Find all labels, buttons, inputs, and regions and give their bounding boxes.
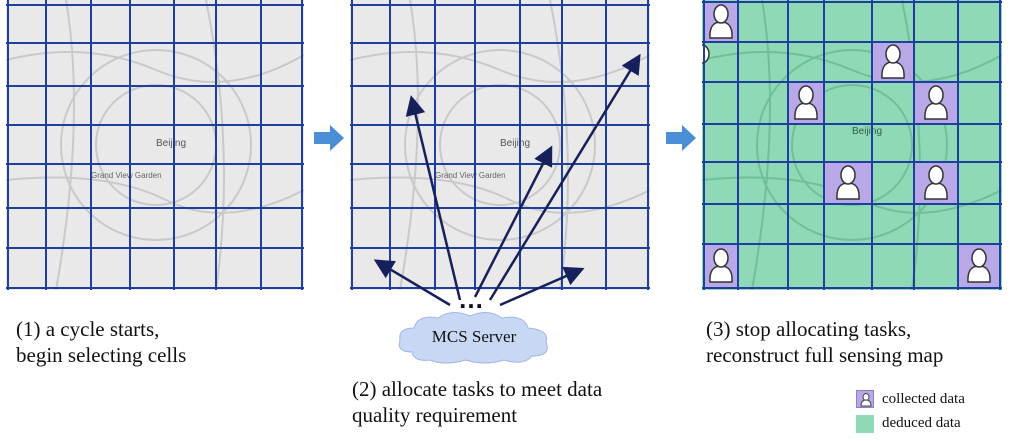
map-1-city-label: Beijing bbox=[156, 138, 186, 149]
person-icon bbox=[860, 393, 872, 407]
task-allocation-arrows bbox=[373, 53, 641, 307]
map-1-park-label: Grand View Garden bbox=[91, 171, 162, 180]
person-icon bbox=[924, 165, 948, 200]
panel-1-caption: (1) a cycle starts, begin selecting cell… bbox=[16, 316, 186, 368]
map-2-city-label: Beijing bbox=[500, 138, 530, 149]
mcs-server-label: MCS Server bbox=[431, 327, 517, 346]
person-icon bbox=[836, 165, 860, 200]
person-icon bbox=[709, 248, 733, 283]
panel-1-caption-line2: begin selecting cells bbox=[16, 343, 187, 367]
person-icon bbox=[967, 248, 991, 283]
panel-3-caption-line1: (3) stop allocating tasks, bbox=[706, 317, 912, 341]
map-panel-3: Beijing bbox=[702, 0, 1002, 290]
flow-arrow-1 bbox=[314, 125, 344, 151]
panel-2-caption-line2: quality requirement bbox=[352, 403, 518, 427]
map-3-svg: Beijing bbox=[702, 0, 1002, 290]
map-2-park-label: Grand View Garden bbox=[435, 171, 506, 180]
map-panel-2: Beijing Grand View Garden bbox=[350, 0, 650, 290]
map-1-svg: Beijing Grand View Garden bbox=[6, 0, 304, 290]
task-arrow bbox=[405, 95, 462, 301]
person-icon bbox=[709, 4, 733, 39]
map-2-svg: Beijing Grand View Garden bbox=[350, 0, 650, 290]
mcs-server-cloud-icon bbox=[398, 312, 548, 364]
person-icon bbox=[794, 85, 818, 120]
panel-2-caption: (2) allocate tasks to meet data quality … bbox=[352, 376, 602, 428]
task-arrow bbox=[499, 266, 585, 307]
panel-3-caption-line2: reconstruct full sensing map bbox=[706, 343, 944, 367]
task-arrow bbox=[373, 259, 451, 307]
flow-arrow-2 bbox=[666, 125, 696, 151]
panel-3-caption: (3) stop allocating tasks, reconstruct f… bbox=[706, 316, 943, 368]
panel-2-caption-line1: (2) allocate tasks to meet data bbox=[352, 377, 603, 401]
person-icon bbox=[881, 44, 905, 79]
map-3-city-label: Beijing bbox=[852, 126, 882, 137]
legend-deduced-swatch bbox=[856, 415, 874, 433]
map-panel-1: Beijing Grand View Garden bbox=[6, 0, 304, 290]
legend-collected-swatch bbox=[856, 390, 874, 408]
task-arrow bbox=[473, 145, 553, 298]
panel-1-caption-line1: (1) a cycle starts, bbox=[16, 317, 160, 341]
person-icon bbox=[924, 85, 948, 120]
task-arrow bbox=[488, 53, 641, 301]
server-ellipsis: … bbox=[458, 284, 484, 314]
legend-deduced-label: deduced data bbox=[882, 415, 961, 431]
legend-collected-label: collected data bbox=[882, 391, 965, 407]
legend: collected data deduced data bbox=[856, 388, 1016, 440]
